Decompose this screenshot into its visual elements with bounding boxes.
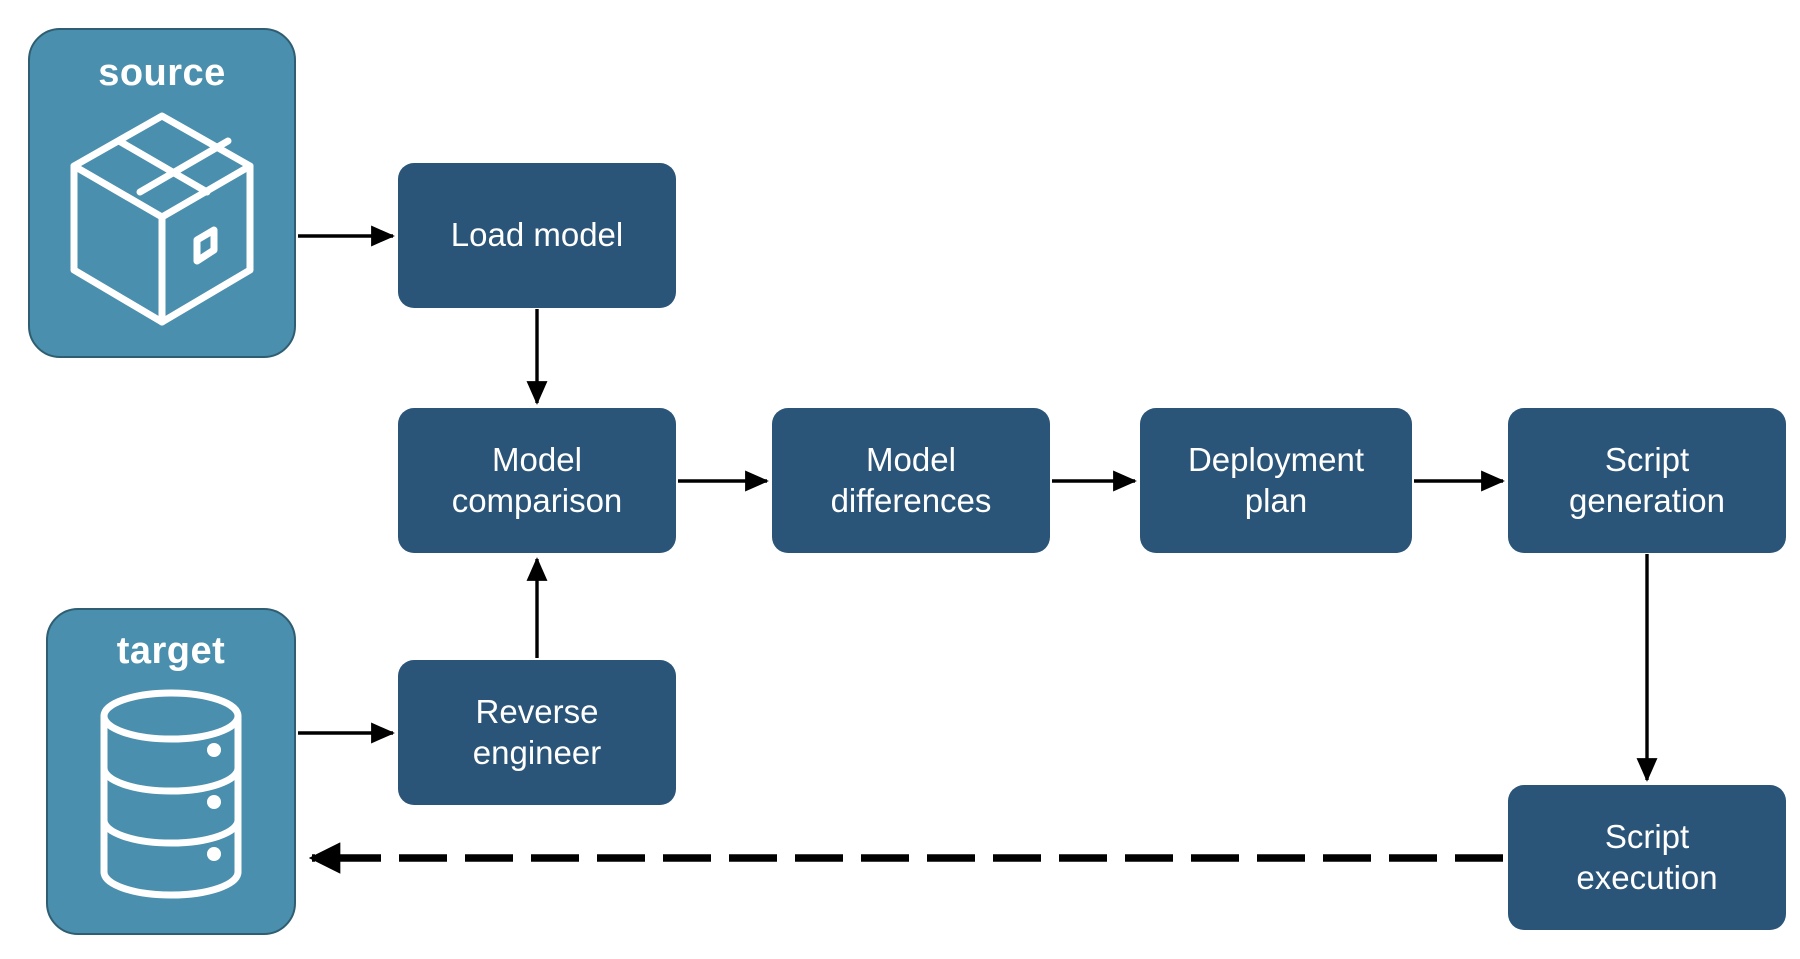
endpoint-target[interactable]: target [46, 608, 296, 935]
node-model-comparison[interactable]: Model comparison [398, 408, 676, 553]
node-load-model-line-1: Load model [450, 216, 624, 254]
node-script-execution-line-2: execution [1576, 858, 1718, 896]
database-cylinder-icon [86, 684, 256, 909]
node-model-differences[interactable]: Model differences [772, 408, 1050, 553]
node-model-comparison-line-2: comparison [451, 481, 623, 519]
node-load-model[interactable]: Load model [398, 163, 676, 308]
node-model-comparison-line-1: Model [492, 441, 582, 479]
node-deployment-plan-line-2: plan [1244, 481, 1308, 519]
node-model-differences-line-2: differences [830, 481, 992, 519]
node-reverse-engineer-line-2: engineer [472, 733, 602, 771]
endpoint-source[interactable]: source [28, 28, 296, 358]
node-script-generation-line-2: generation [1569, 481, 1725, 519]
node-deployment-plan[interactable]: Deployment plan [1140, 408, 1412, 553]
endpoint-source-label: source [98, 52, 226, 94]
node-reverse-engineer-line-1: Reverse [475, 693, 599, 731]
node-model-differences-line-1: Model [866, 441, 956, 479]
node-reverse-engineer[interactable]: Reverse engineer [398, 660, 676, 805]
package-box-icon [62, 104, 262, 339]
node-script-execution-line-1: Script [1604, 818, 1690, 856]
node-deployment-plan-line-1: Deployment [1187, 441, 1365, 479]
node-script-generation-line-1: Script [1604, 441, 1690, 479]
endpoint-target-label: target [116, 630, 226, 672]
node-script-generation[interactable]: Script generation [1508, 408, 1786, 553]
node-script-execution[interactable]: Script execution [1508, 785, 1786, 930]
